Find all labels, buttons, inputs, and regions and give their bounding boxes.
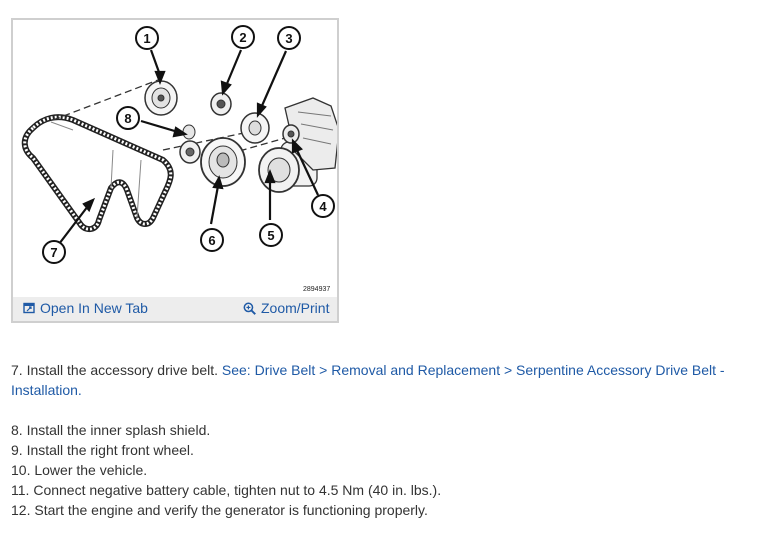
step-text: Connect negative battery cable, tighten …	[29, 482, 442, 498]
callout-markers: 1 2 3 4 5 6 7 8	[42, 25, 335, 264]
figure-id: 2894937	[303, 286, 331, 293]
step-text: Install the inner splash shield.	[22, 422, 211, 438]
belt-routing-diagram: 1 2 3 4 5 6 7 8	[21, 25, 337, 264]
callout-4: 4	[311, 194, 335, 218]
svg-text:1: 1	[143, 31, 150, 46]
pulley-3	[240, 112, 270, 144]
step-number: 9.	[11, 442, 23, 458]
step-number: 7.	[11, 362, 23, 378]
step-number: 12.	[11, 502, 31, 518]
callout-7: 7	[42, 240, 66, 264]
step-number: 11.	[11, 482, 30, 498]
step-text: Install the right front wheel.	[22, 442, 194, 458]
step-10: 10. Lower the vehicle.	[11, 460, 771, 480]
callout-5: 5	[259, 223, 283, 247]
step-11: 11. Connect negative battery cable, tigh…	[11, 480, 771, 500]
svg-text:8: 8	[124, 111, 131, 126]
svg-text:3: 3	[285, 31, 292, 46]
step-7-continued: Installation.	[11, 380, 771, 400]
step-12: 12. Start the engine and verify the gene…	[11, 500, 771, 520]
step-number: 10.	[11, 462, 31, 478]
new-tab-icon	[23, 302, 35, 314]
procedure-steps: 7. Install the accessory drive belt. See…	[11, 360, 771, 520]
step-9: 9. Install the right front wheel.	[11, 440, 771, 460]
pulley-2	[210, 92, 232, 116]
step-7: 7. Install the accessory drive belt. See…	[11, 360, 771, 380]
svg-text:4: 4	[319, 199, 327, 214]
serpentine-belt	[21, 114, 174, 233]
drive-belt-installation-link-continued[interactable]: Installation.	[11, 382, 82, 398]
callout-1: 1	[135, 26, 159, 50]
callout-3: 3	[277, 26, 301, 50]
open-in-new-tab-label: Open In New Tab	[40, 300, 148, 316]
svg-text:7: 7	[50, 245, 57, 260]
drive-belt-installation-link[interactable]: See: Drive Belt > Removal and Replacemen…	[221, 362, 725, 378]
step-8: 8. Install the inner splash shield.	[11, 420, 771, 440]
magnifier-plus-icon	[243, 302, 256, 315]
pulley-8	[179, 124, 201, 164]
svg-text:2: 2	[239, 30, 246, 45]
zoom-print-button[interactable]: Zoom/Print	[243, 300, 329, 316]
step-text: Lower the vehicle.	[30, 462, 148, 478]
svg-text:6: 6	[208, 233, 215, 248]
callout-8: 8	[116, 106, 140, 130]
step-text: Install the accessory drive belt.	[22, 362, 222, 378]
zoom-print-label: Zoom/Print	[261, 300, 330, 316]
open-in-new-tab-button[interactable]: Open In New Tab	[23, 300, 148, 316]
leader-arrows	[58, 49, 319, 245]
step-number: 8.	[11, 422, 23, 438]
figure-toolbar: Open In New Tab Zoom/Print	[13, 297, 337, 321]
step-text: Start the engine and verify the generato…	[30, 502, 428, 518]
pulley-1	[144, 80, 178, 116]
pulley-6	[200, 137, 246, 187]
callout-2: 2	[231, 25, 255, 49]
spacer	[11, 400, 771, 420]
figure-panel: 1 2 3 4 5 6 7 8 2894937 Open In New Tab	[11, 18, 339, 323]
svg-text:5: 5	[267, 228, 274, 243]
callout-6: 6	[200, 228, 224, 252]
